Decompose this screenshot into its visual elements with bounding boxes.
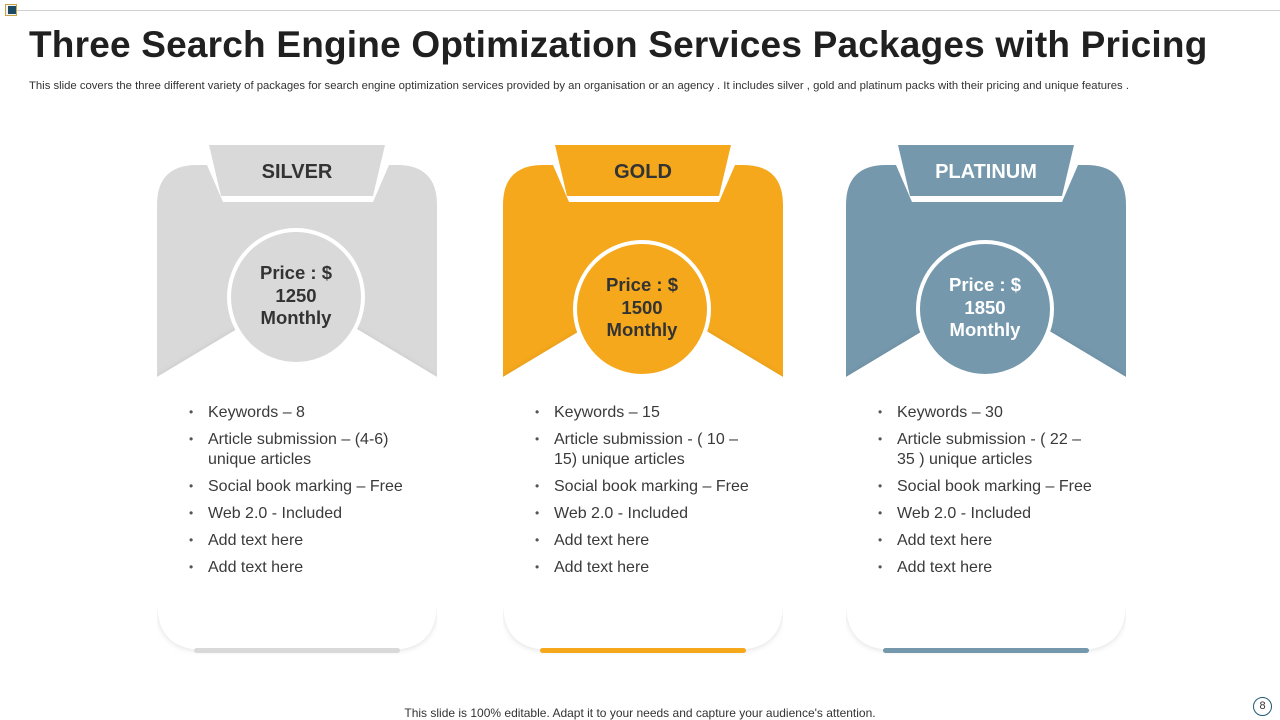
price-line: 1850 [964,296,1006,318]
list-item: Web 2.0 - Included [878,504,1103,524]
list-item: Add text here [535,558,760,578]
list-item: Web 2.0 - Included [535,504,760,524]
list-item: Keywords – 30 [878,403,1103,423]
card-bottom-accent [540,648,746,653]
price-line: Monthly [606,319,678,340]
package-card-platinum: PLATINUM Price : $ 1850 Monthly Keywords… [846,145,1126,655]
list-item: Add text here [878,531,1103,551]
list-item: Social book marking – Free [878,477,1103,497]
price-circle [227,228,365,366]
price-circle [573,240,711,378]
package-label: PLATINUM [935,161,1037,183]
list-item: Add text here [878,558,1103,578]
price-line: Monthly [260,307,332,328]
price-line: Price : $ [606,274,678,295]
package-price: Price : $ 1850 Monthly [925,274,1045,342]
price-line: 1250 [275,284,317,306]
price-line: Monthly [949,319,1021,340]
list-item: Keywords – 8 [189,403,414,423]
package-price: Price : $ 1500 Monthly [582,274,702,342]
card-label-tab [898,145,1074,196]
list-item: Social book marking – Free [189,477,414,497]
list-item: Article submission – (4-6) unique articl… [189,430,414,469]
card-bottom-accent [883,648,1089,653]
feature-list: Keywords – 15 Article submission - ( 10 … [535,403,760,585]
card-label-tab [209,145,385,196]
package-label: SILVER [261,161,333,183]
logo-icon [5,4,17,16]
list-item: Add text here [535,531,760,551]
list-item: Social book marking – Free [535,477,760,497]
card-label-tab [555,145,731,196]
page-number: 8 [1253,697,1272,716]
price-line: 1500 [621,296,663,318]
price-line: Price : $ [949,274,1021,295]
list-item: Add text here [189,558,414,578]
page-title: Three Search Engine Optimization Service… [29,24,1208,65]
price-line: Price : $ [260,262,332,283]
list-item: Article submission - ( 22 – 35 ) unique … [878,430,1103,469]
list-item: Web 2.0 - Included [189,504,414,524]
package-card-gold: GOLD Price : $ 1500 Monthly Keywords – 1… [503,145,783,655]
footer-note: This slide is 100% editable. Adapt it to… [404,706,876,720]
package-price: Price : $ 1250 Monthly [236,262,356,330]
list-item: Add text here [189,531,414,551]
list-item: Keywords – 15 [535,403,760,423]
page-subtitle: This slide covers the three different va… [29,80,1129,92]
card-bottom-accent [194,648,400,653]
list-item: Article submission - ( 10 – 15) unique a… [535,430,760,469]
card-background [846,145,1126,653]
feature-list: Keywords – 8 Article submission – (4-6) … [189,403,414,585]
package-card-silver: SILVER Price : $ 1250 Monthly Keywords –… [157,145,437,655]
package-label: GOLD [614,161,672,183]
top-rule [14,10,1280,11]
price-circle [916,240,1054,378]
feature-list: Keywords – 30 Article submission - ( 22 … [878,403,1103,585]
